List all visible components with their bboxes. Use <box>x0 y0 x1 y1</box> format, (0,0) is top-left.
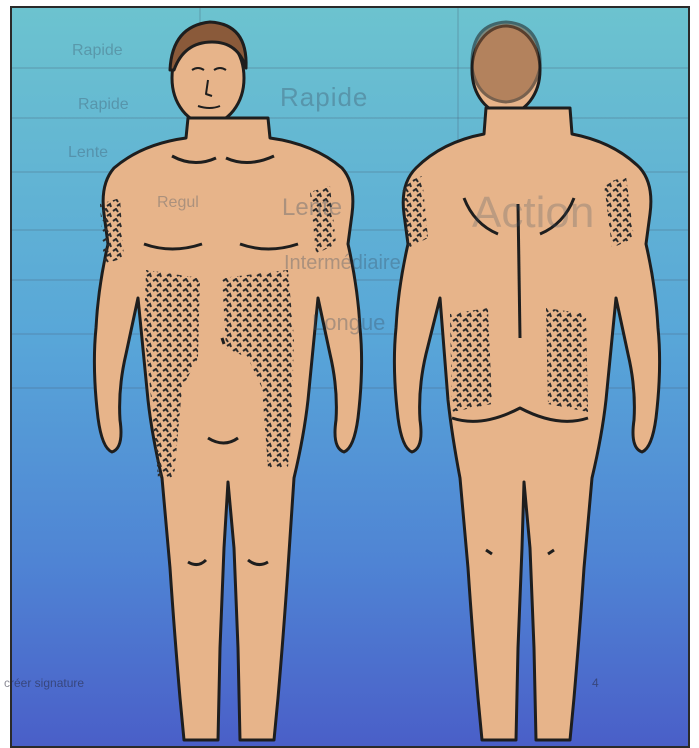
ghost-text-longue: Longue <box>312 310 385 336</box>
body-diagram <box>12 8 688 746</box>
ghost-text-rapide: Rapide <box>280 82 368 113</box>
footer-page-number: 4 <box>592 676 599 690</box>
ghost-text-lente: Lente <box>282 194 342 222</box>
back-hip-right-zone <box>546 308 588 412</box>
footer-source-text: créer signature <box>4 676 84 690</box>
back-hip-left-zone <box>450 308 492 412</box>
ghost-text-lente-small: Lente <box>68 144 108 162</box>
back-hair <box>472 22 540 102</box>
ghost-text-regul: Regul <box>157 194 199 212</box>
injection-sites-panel: Rapide Rapide Lente Regul Rapide Lente A… <box>10 6 690 748</box>
ghost-text-action: Action <box>472 188 594 238</box>
ghost-text-rapide-small-2: Rapide <box>78 96 129 114</box>
ghost-text-intermediaire: Intermédiaire <box>284 252 401 275</box>
ghost-text-rapide-small-1: Rapide <box>72 42 123 60</box>
front-arm-left-zone <box>100 198 124 264</box>
